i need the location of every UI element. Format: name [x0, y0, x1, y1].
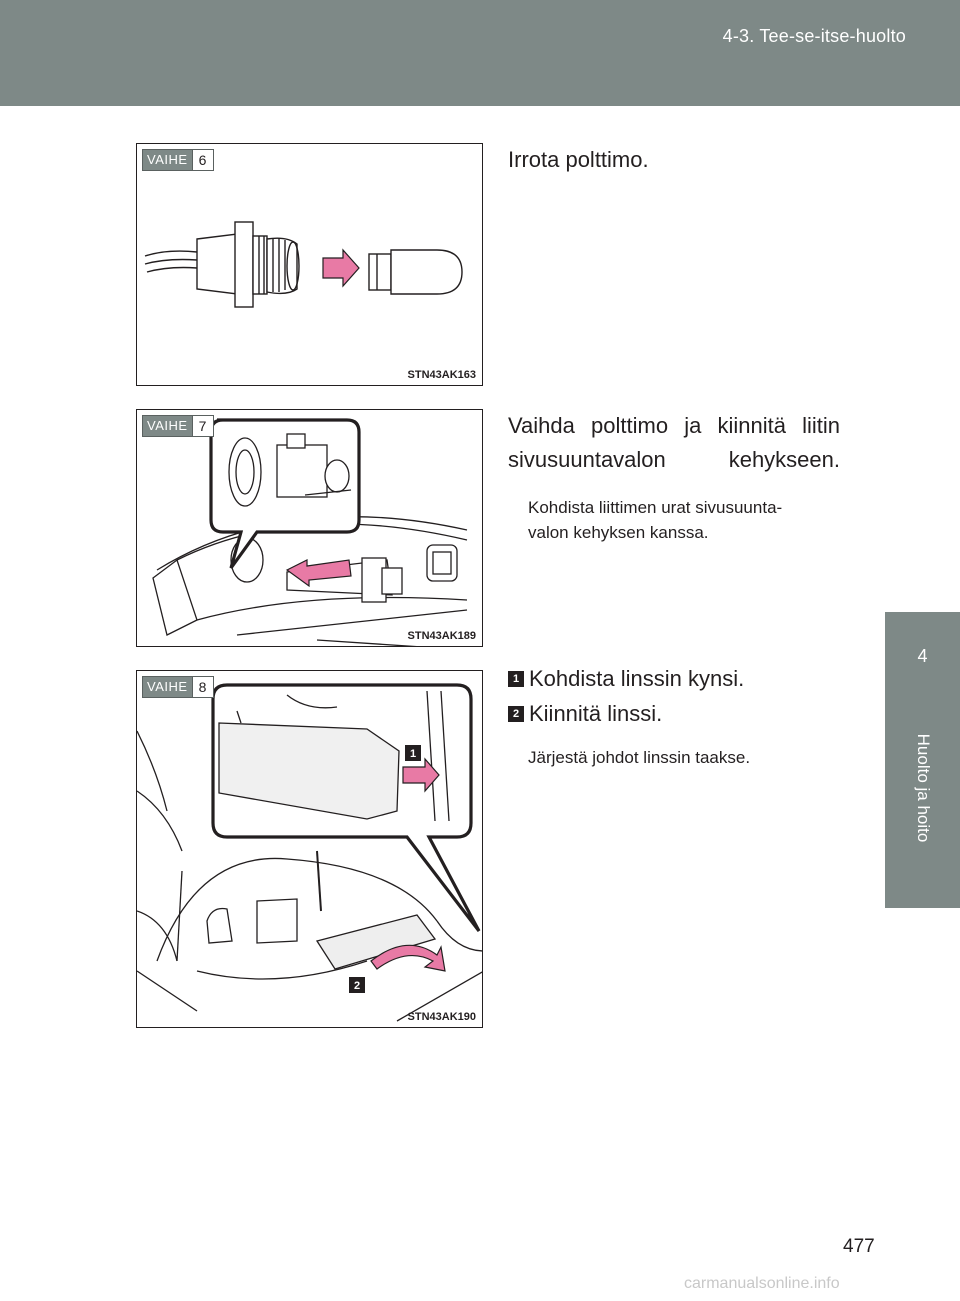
step-number: 7 [191, 416, 213, 436]
step-label: VAIHE [143, 150, 192, 170]
chapter-tab: 4 Huolto ja hoito [885, 612, 960, 908]
step-instruction: Irrota polttimo. [508, 147, 649, 172]
item-number-box: 2 [508, 706, 524, 722]
step-instruction: Vaihda polttimo ja kiinnitä liitin sivus… [508, 413, 840, 472]
callout-num-2: 2 [354, 980, 360, 992]
item-text: Kiinnitä linssi. [529, 701, 663, 726]
figure-code: STN43AK190 [407, 1011, 476, 1023]
header-band: 4-3. Tee-se-itse-huolto [0, 0, 960, 106]
page-number: 477 [843, 1236, 875, 1257]
step-8-figure: 1 2 VAIHE 8 STN43AK190 [136, 670, 483, 1028]
step-badge: VAIHE 6 [142, 149, 214, 171]
step-6-text: Irrota polttimo. [508, 143, 840, 177]
step-badge: VAIHE 7 [142, 415, 214, 437]
step-8-note: Järjestä johdot linssin taakse. [508, 745, 840, 770]
step-number: 6 [191, 150, 213, 170]
curved-arrow-icon [370, 944, 446, 972]
instruction-item-2: 2 Kiinnitä linssi. [508, 701, 662, 727]
step-label: VAIHE [143, 677, 192, 697]
push-arrow-icon [285, 559, 352, 588]
figure-code: STN43AK189 [407, 630, 476, 642]
step-7-text: Vaihda polttimo ja kiinnitä liitin sivus… [508, 409, 840, 545]
step-label: VAIHE [143, 416, 192, 436]
instruction-item-1: 1 Kohdista linssin kynsi. [508, 666, 744, 692]
bulb-install-illustration [152, 418, 468, 646]
watermark: carmanualsonline.info [684, 1275, 840, 1292]
step-note-line1: Kohdista liittimen urat sivusuunta- [528, 498, 783, 517]
pull-arrow-icon [322, 248, 360, 288]
align-arrow-icon [402, 757, 440, 793]
item-text: Kohdista linssin kynsi. [529, 666, 745, 691]
figure-code: STN43AK163 [407, 369, 476, 381]
step-7-figure: VAIHE 7 STN43AK189 [136, 409, 483, 647]
item-number-box: 1 [508, 671, 524, 687]
lens-install-illustration: 1 2 [137, 683, 482, 1022]
step-badge: VAIHE 8 [142, 676, 214, 698]
step-number: 8 [191, 677, 213, 697]
callout-num-1: 1 [410, 748, 416, 760]
chapter-name: Huolto ja hoito [913, 733, 933, 843]
step-note: Järjestä johdot linssin taakse. [528, 748, 751, 767]
section-title: 4-3. Tee-se-itse-huolto [722, 26, 906, 46]
step-note-line2: valon kehyksen kanssa. [528, 523, 709, 542]
bulb-removal-illustration [144, 221, 463, 308]
step-6-figure: VAIHE 6 STN43AK163 [136, 143, 483, 386]
chapter-number: 4 [917, 646, 928, 666]
